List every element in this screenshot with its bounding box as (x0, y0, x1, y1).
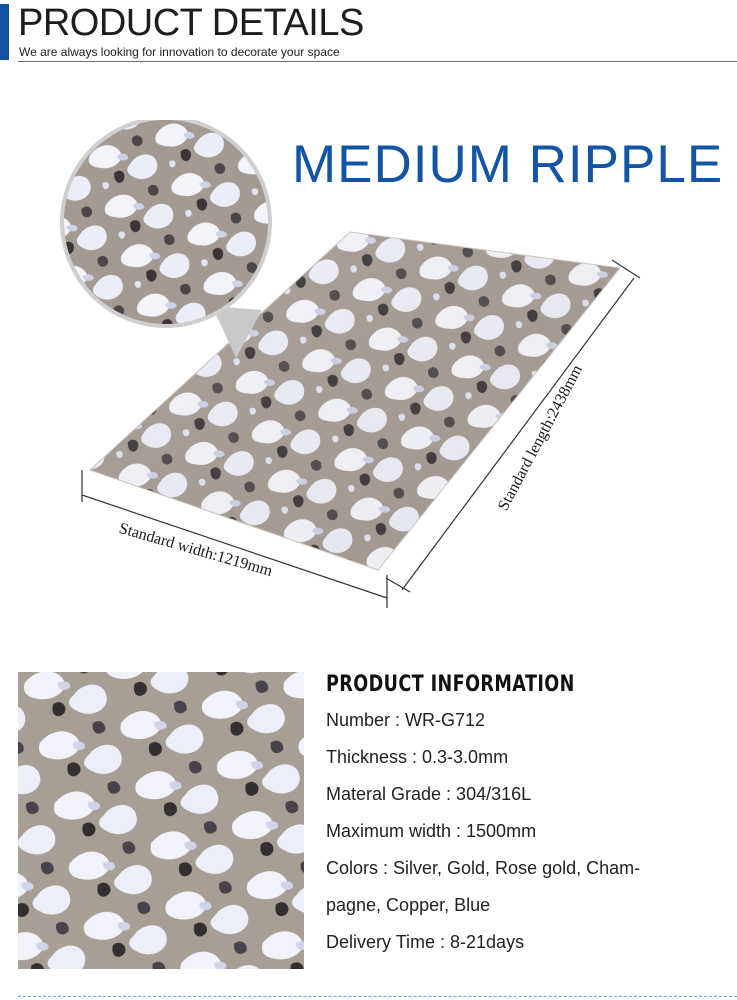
info-grade: Materal Grade : 304/316L (326, 784, 532, 804)
info-colors-continued: pagne, Copper, Blue (326, 895, 491, 915)
info-thickness: Thickness : 0.3-3.0mm (326, 747, 509, 767)
info-heading: PRODUCT INFORMATION (326, 672, 575, 697)
magnifier-bubble (60, 120, 272, 358)
product-name: MEDIUM RIPPLE (292, 135, 724, 194)
footer-divider (18, 996, 737, 997)
header-accent-bar (0, 4, 9, 60)
ripple-sheet (89, 231, 621, 571)
ripple-swatch-image (18, 672, 304, 969)
width-dimension-line (81, 470, 388, 608)
info-number: Number : WR-G712 (326, 710, 486, 730)
length-dimension-line (385, 259, 641, 593)
header-rule (18, 61, 737, 62)
info-colors: Colors : Silver, Gold, Rose gold, Cham- (326, 858, 641, 878)
page-subtitle: We are always looking for innovation to … (19, 45, 340, 59)
info-delivery-time: Delivery Time : 8-21days (326, 932, 525, 952)
product-information: PRODUCT INFORMATION Number : WR-G712 Thi… (326, 668, 726, 961)
info-max-width: Maximum width : 1500mm (326, 821, 537, 841)
sheet-illustration (60, 120, 641, 608)
page-title: PRODUCT DETAILS (18, 2, 364, 44)
